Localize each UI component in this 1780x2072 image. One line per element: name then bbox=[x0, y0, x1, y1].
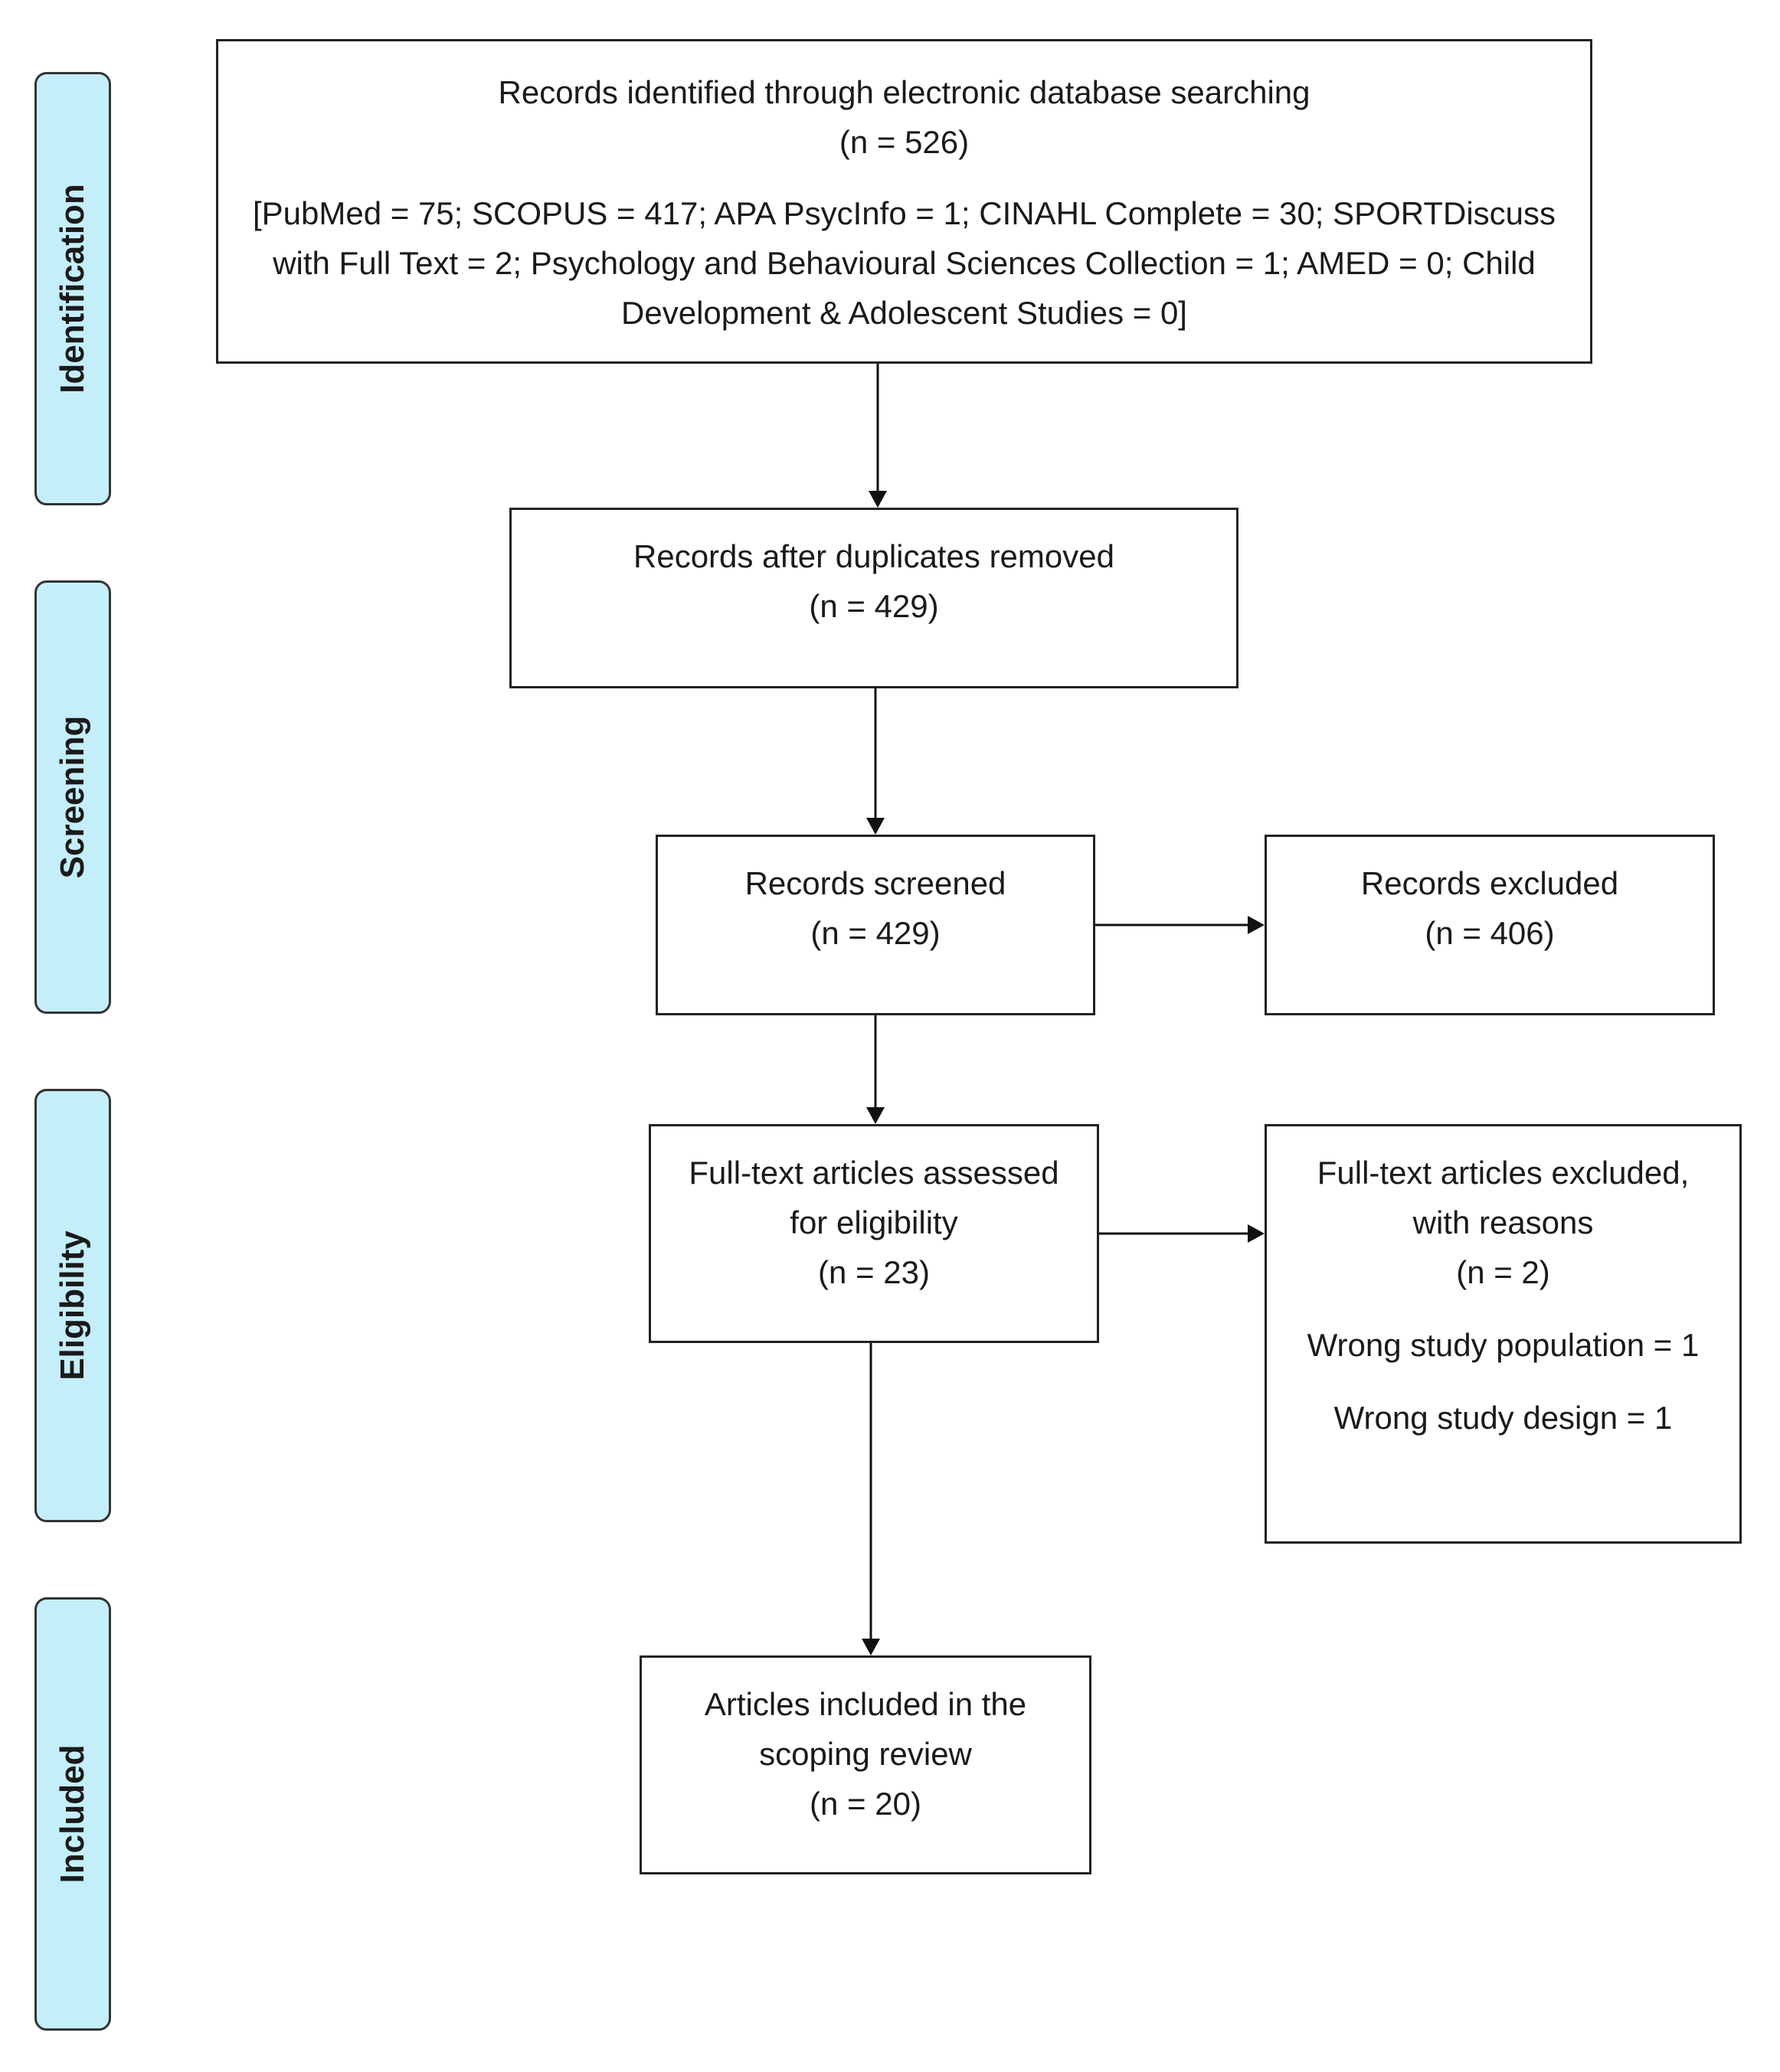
duplicates-removed-title: Records after duplicates removed bbox=[633, 538, 1114, 574]
full-text-excluded-line-2: with reasons bbox=[1412, 1204, 1594, 1241]
records-screened-title: Records screened bbox=[744, 865, 1006, 901]
stage-tab-included: Included bbox=[34, 1597, 111, 2031]
records-identified-title: Records identified through electronic da… bbox=[498, 74, 1310, 110]
records-excluded-count: (n = 406) bbox=[1425, 915, 1555, 952]
box-records-screened: Records screened (n = 429) bbox=[656, 835, 1095, 1015]
records-identified-count: (n = 526) bbox=[839, 124, 970, 161]
records-identified-sources-1: [PubMed = 75; SCOPUS = 417; APA PsycInfo… bbox=[252, 195, 1556, 232]
arrowhead-screened-to-full-text bbox=[866, 1107, 885, 1124]
arrowhead-screened-to-excluded bbox=[1248, 916, 1265, 934]
stage-tab-identification: Identification bbox=[34, 72, 111, 505]
box-full-text-assessed: Full-text articles assessed for eligibil… bbox=[649, 1124, 1099, 1343]
box-records-identified: Records identified through electronic da… bbox=[216, 39, 1592, 364]
arrowhead-duplicates-to-screened bbox=[866, 818, 885, 835]
articles-included-line-2: scoping review bbox=[759, 1736, 972, 1773]
box-full-text-excluded: Full-text articles excluded, with reason… bbox=[1265, 1124, 1742, 1544]
records-excluded-title: Records excluded bbox=[1360, 865, 1619, 901]
box-duplicates-removed: Records after duplicates removed (n = 42… bbox=[509, 508, 1238, 688]
records-screened-count: (n = 429) bbox=[810, 915, 941, 952]
stage-tab-screening: Screening bbox=[34, 580, 111, 1014]
arrowhead-full-text-to-included bbox=[862, 1639, 880, 1655]
stage-tab-eligibility: Eligibility bbox=[34, 1089, 111, 1522]
full-text-excluded-reason-2: Wrong study design = 1 bbox=[1333, 1400, 1673, 1436]
full-text-excluded-count: (n = 2) bbox=[1456, 1254, 1550, 1291]
full-text-assessed-line-2: for eligibility bbox=[790, 1204, 958, 1241]
articles-included-count: (n = 20) bbox=[810, 1786, 921, 1822]
full-text-excluded-reason-1: Wrong study population = 1 bbox=[1307, 1327, 1700, 1364]
arrowhead-full-text-to-excluded bbox=[1248, 1224, 1265, 1243]
box-records-excluded: Records excluded (n = 406) bbox=[1265, 835, 1715, 1015]
full-text-excluded-line-1: Full-text articles excluded, bbox=[1317, 1155, 1690, 1191]
full-text-assessed-count: (n = 23) bbox=[818, 1254, 930, 1291]
records-identified-sources-3: Development & Adolescent Studies = 0] bbox=[621, 295, 1187, 332]
arrowhead-identified-to-duplicates bbox=[869, 491, 887, 508]
articles-included-line-1: Articles included in the bbox=[704, 1686, 1027, 1722]
duplicates-removed-count: (n = 429) bbox=[809, 588, 939, 625]
box-articles-included: Articles included in the scoping review … bbox=[640, 1655, 1091, 1874]
full-text-assessed-line-1: Full-text articles assessed bbox=[689, 1155, 1059, 1191]
records-identified-sources-2: with Full Text = 2; Psychology and Behav… bbox=[273, 245, 1536, 282]
